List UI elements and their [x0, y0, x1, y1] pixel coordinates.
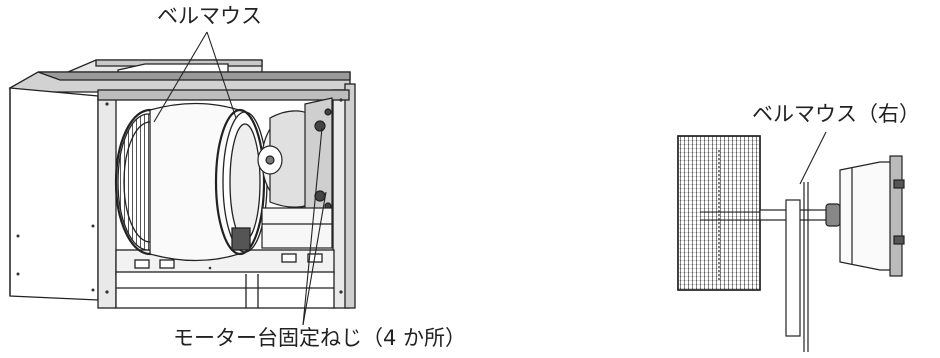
motor — [257, 97, 333, 249]
exploded-assembly — [677, 135, 905, 352]
leader-line-right — [799, 131, 827, 185]
side-panel-holes — [16, 98, 343, 294]
leader-lines-left — [153, 31, 327, 326]
bellmouth-label: ベルマウス — [157, 4, 262, 28]
motor-base-screws-label: モーター台固定ねじ（4 か所） — [173, 326, 467, 350]
blower-wheel — [114, 102, 268, 262]
housing — [8, 59, 356, 309]
bellmouth-right-label: ベルマウス（右） — [752, 102, 920, 126]
